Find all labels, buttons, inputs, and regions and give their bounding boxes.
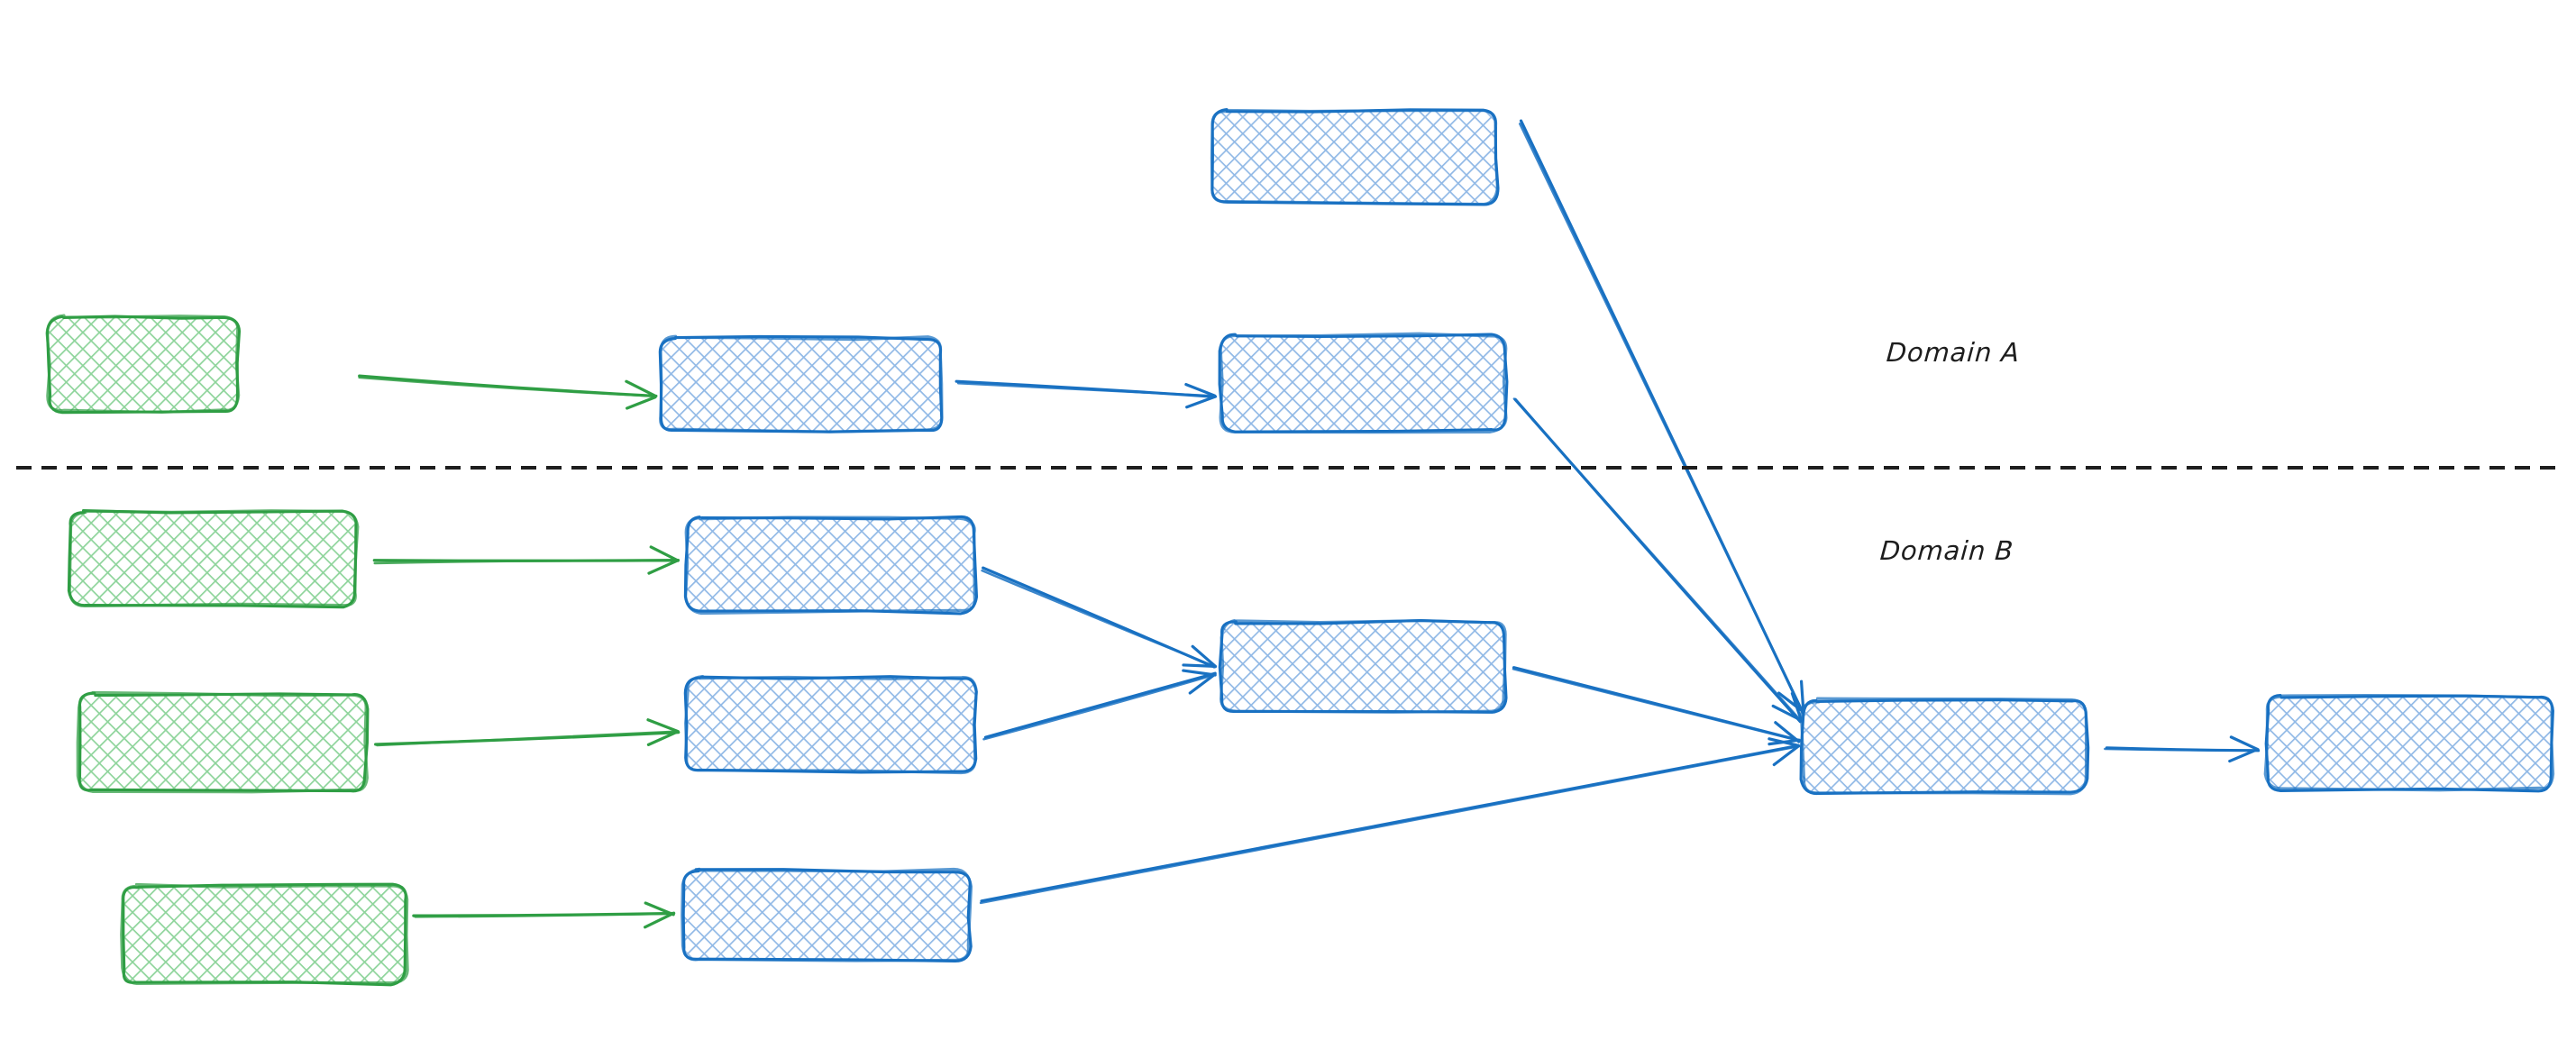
node-b2[interactable]	[1218, 332, 1509, 434]
node-g4[interactable]	[120, 882, 409, 987]
node-b3[interactable]	[683, 515, 979, 616]
edge-e4	[1512, 397, 1804, 724]
edge-e11	[979, 737, 1801, 905]
edge-e2	[955, 379, 1218, 409]
node-b8[interactable]	[2263, 693, 2555, 793]
edge-e10	[1512, 666, 1801, 746]
domain-b-label: Domain B	[1878, 535, 2015, 566]
edge-e6	[374, 718, 681, 747]
domain-a-label: Domain A	[1885, 337, 2022, 368]
node-b6[interactable]	[1218, 618, 1508, 714]
node-b1[interactable]	[658, 334, 944, 433]
node-g2[interactable]	[67, 509, 360, 609]
edge-e12	[2104, 735, 2261, 763]
node-b5[interactable]	[681, 867, 973, 962]
edge-e8	[981, 566, 1218, 669]
node-g1[interactable]	[45, 314, 242, 415]
nodes-layer	[45, 108, 2555, 987]
node-b7[interactable]	[1799, 697, 2090, 796]
node-b0[interactable]	[1210, 108, 1500, 206]
edge-e7	[412, 901, 676, 929]
edge-e9	[982, 669, 1217, 741]
edge-e5	[372, 545, 681, 575]
edges-layer	[358, 119, 2261, 929]
node-b4[interactable]	[683, 675, 978, 775]
node-g3[interactable]	[76, 690, 370, 794]
edge-e3	[1518, 119, 1805, 715]
edge-e1	[358, 374, 658, 410]
